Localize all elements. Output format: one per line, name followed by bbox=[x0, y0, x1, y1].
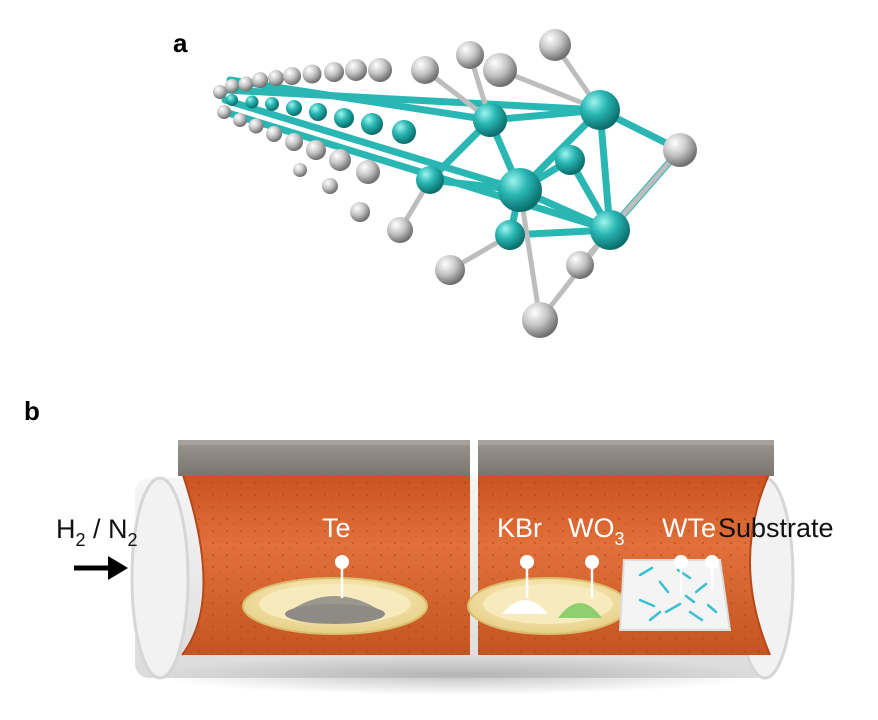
wo3-powder bbox=[558, 603, 602, 618]
wo3-label: WO3 bbox=[568, 513, 625, 549]
te-label: Te bbox=[322, 513, 351, 543]
cvd-furnace-diagram: Te KBr WO3 WTe Substrate H2 / N2 bbox=[56, 440, 834, 695]
furnace-lid-right bbox=[478, 440, 774, 476]
gas-h-subscript: 2 bbox=[76, 530, 86, 550]
tube-left-end bbox=[130, 476, 190, 680]
gas-n-subscript: 2 bbox=[128, 530, 138, 550]
wte-label: WTe bbox=[662, 513, 716, 543]
crystal-structure bbox=[213, 29, 697, 338]
gas-h: H bbox=[56, 514, 76, 544]
wo3-main: WO bbox=[568, 513, 615, 543]
crystal-chain-atoms bbox=[213, 58, 416, 222]
crystal-front-atoms bbox=[387, 29, 697, 338]
kbr-label: KBr bbox=[497, 513, 542, 543]
kbr-powder bbox=[502, 600, 548, 614]
gas-flow-arrow bbox=[74, 556, 128, 580]
substrate-plate bbox=[618, 559, 732, 631]
gas-separator: / N bbox=[86, 514, 128, 544]
panel-label-a: a bbox=[173, 28, 188, 58]
wo3-subscript: 3 bbox=[615, 529, 625, 549]
gas-flow-label: H2 / N2 bbox=[56, 514, 138, 550]
wte-crystals bbox=[638, 566, 718, 622]
substrate-label: Substrate bbox=[718, 513, 834, 543]
kbr-wo3-boat bbox=[467, 577, 629, 635]
panel-label-b: b bbox=[24, 396, 40, 426]
furnace-lid-left bbox=[178, 440, 470, 476]
label-pin-heads bbox=[335, 555, 719, 569]
te-boat bbox=[242, 577, 428, 635]
floor-shadow bbox=[155, 655, 755, 695]
